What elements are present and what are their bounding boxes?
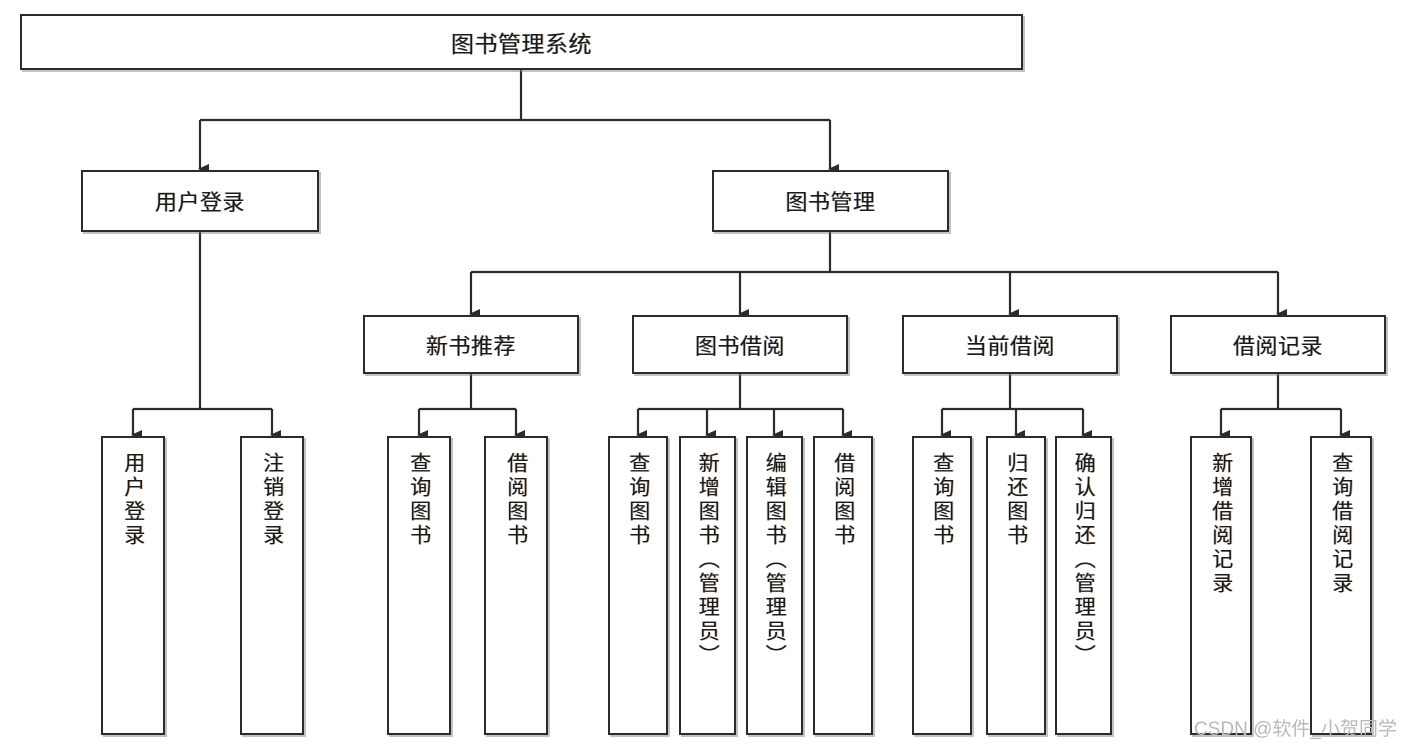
node-leaf-bk-edit[interactable]: 编辑图书（管理员） [746,436,803,735]
node-leaf-cur-query[interactable]: 查询图书 [912,436,972,735]
node-label: 查询图书 [407,452,431,548]
node-label: 新书推荐 [425,333,516,359]
node-label: 编辑图书（管理员） [763,452,787,668]
node-leaf-bk-borrow[interactable]: 借阅图书 [813,436,873,735]
watermark-label: CSDN @软件_小贺同学 [1194,719,1397,740]
node-label: 注销登录 [260,452,284,548]
node-label: 用户登录 [154,190,245,215]
node-leaf-user-logout[interactable]: 注销登录 [240,436,304,735]
node-label: 当前借阅 [964,333,1055,359]
node-label: 查询图书 [626,452,650,548]
node-leaf-cur-return[interactable]: 归还图书 [986,436,1046,735]
node-leaf-cur-confirm[interactable]: 确认归还（管理员） [1055,436,1112,735]
node-label: 借阅记录 [1232,333,1323,359]
node-leaf-rec-add[interactable]: 新增借阅记录 [1190,436,1252,735]
node-label: 确认归还（管理员） [1072,452,1096,668]
node-label: 新增图书（管理员） [696,452,720,668]
node-label: 查询借阅记录 [1329,452,1353,596]
node-leaf-user-login[interactable]: 用户登录 [101,436,165,735]
node-current[interactable]: 当前借阅 [902,315,1118,374]
node-leaf-nb-borrow[interactable]: 借阅图书 [484,436,548,735]
node-newbook[interactable]: 新书推荐 [363,315,579,374]
node-leaf-rec-query[interactable]: 查询借阅记录 [1310,436,1372,735]
node-leaf-bk-query[interactable]: 查询图书 [608,436,668,735]
node-label: 用户登录 [121,452,145,548]
node-records[interactable]: 借阅记录 [1170,315,1386,374]
node-borrow[interactable]: 图书借阅 [632,315,848,374]
node-bookmgmt[interactable]: 图书管理 [712,170,949,232]
node-label: 新增借阅记录 [1209,452,1233,596]
node-label: 查询图书 [930,452,954,548]
node-label: 图书管理 [785,190,876,215]
node-label: 借阅图书 [504,452,528,548]
node-label: 借阅图书 [831,452,855,548]
node-label: 图书借阅 [694,333,785,359]
node-label: 图书管理系统 [451,31,592,57]
node-login[interactable]: 用户登录 [81,170,319,232]
node-leaf-nb-query[interactable]: 查询图书 [387,436,451,735]
node-root[interactable]: 图书管理系统 [20,14,1023,70]
node-label: 归还图书 [1004,452,1028,548]
node-leaf-bk-add[interactable]: 新增图书（管理员） [679,436,736,735]
